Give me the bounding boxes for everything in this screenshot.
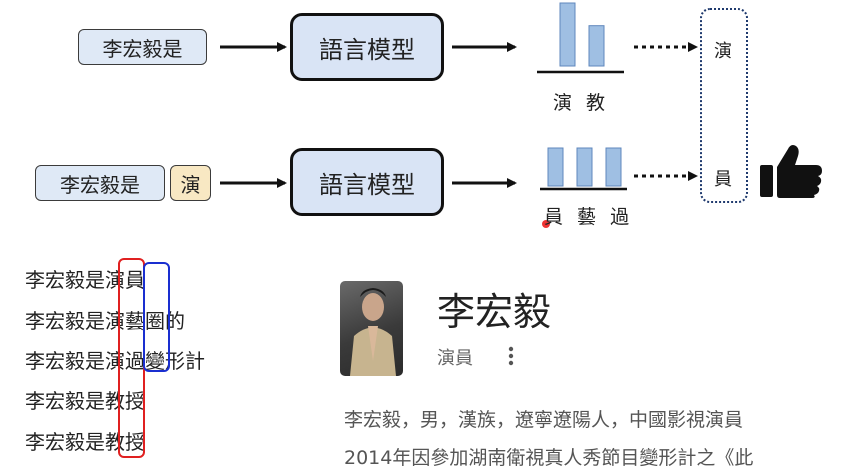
thumbs-up-icon	[760, 145, 822, 198]
probability-bar	[547, 147, 564, 187]
probability-bar	[576, 147, 593, 187]
row2-input-token: 演	[180, 172, 201, 197]
blue-highlight-column	[143, 262, 170, 372]
row2-language-model-box: 語言模型	[290, 148, 444, 216]
profile-bio-line-2: 2014年因參加湖南衛視真人秀節目變形計之《此	[344, 447, 754, 469]
sentence-2: 李宏毅是演藝圈的	[25, 309, 185, 333]
red-highlight-column	[118, 258, 145, 458]
row1-language-model-box: 語言模型	[290, 13, 444, 81]
more-vertical-icon[interactable]	[506, 345, 516, 367]
row1-token-labels: 演 教	[553, 92, 610, 114]
row1-input-text: 李宏毅是	[102, 36, 183, 61]
probability-bar	[605, 147, 622, 187]
sentence-1: 李宏毅是演員	[25, 268, 145, 292]
cursor-dot	[542, 220, 550, 228]
probability-bar	[588, 25, 605, 67]
profile-bio-line-1: 李宏毅，男，漢族，遼寧遼陽人，中國影視演員	[344, 409, 744, 431]
sentence-3: 李宏毅是演過變形計	[25, 349, 205, 373]
row1-input-box: 李宏毅是	[78, 29, 207, 65]
avatar	[340, 281, 403, 376]
row2-input-text: 李宏毅是	[60, 172, 140, 197]
row1-model-label: 語言模型	[319, 35, 415, 64]
profile-name: 李宏毅	[437, 290, 552, 334]
row1-probability-bars	[559, 2, 605, 67]
output-sequence-box	[700, 8, 748, 203]
probability-bar	[559, 2, 576, 67]
row2-input-box: 李宏毅是	[35, 165, 165, 201]
row2-token-labels: 員 藝 過	[544, 206, 634, 228]
row2-input-token-box: 演	[170, 165, 211, 201]
profile-role: 演員	[437, 348, 473, 369]
row2-model-label: 語言模型	[319, 170, 415, 199]
output-token-2: 員	[714, 169, 732, 190]
row2-probability-bars	[547, 147, 622, 187]
sentence-5: 李宏毅是教授	[25, 430, 145, 454]
output-token-1: 演	[714, 41, 732, 62]
sentence-4: 李宏毅是教授	[25, 389, 145, 413]
